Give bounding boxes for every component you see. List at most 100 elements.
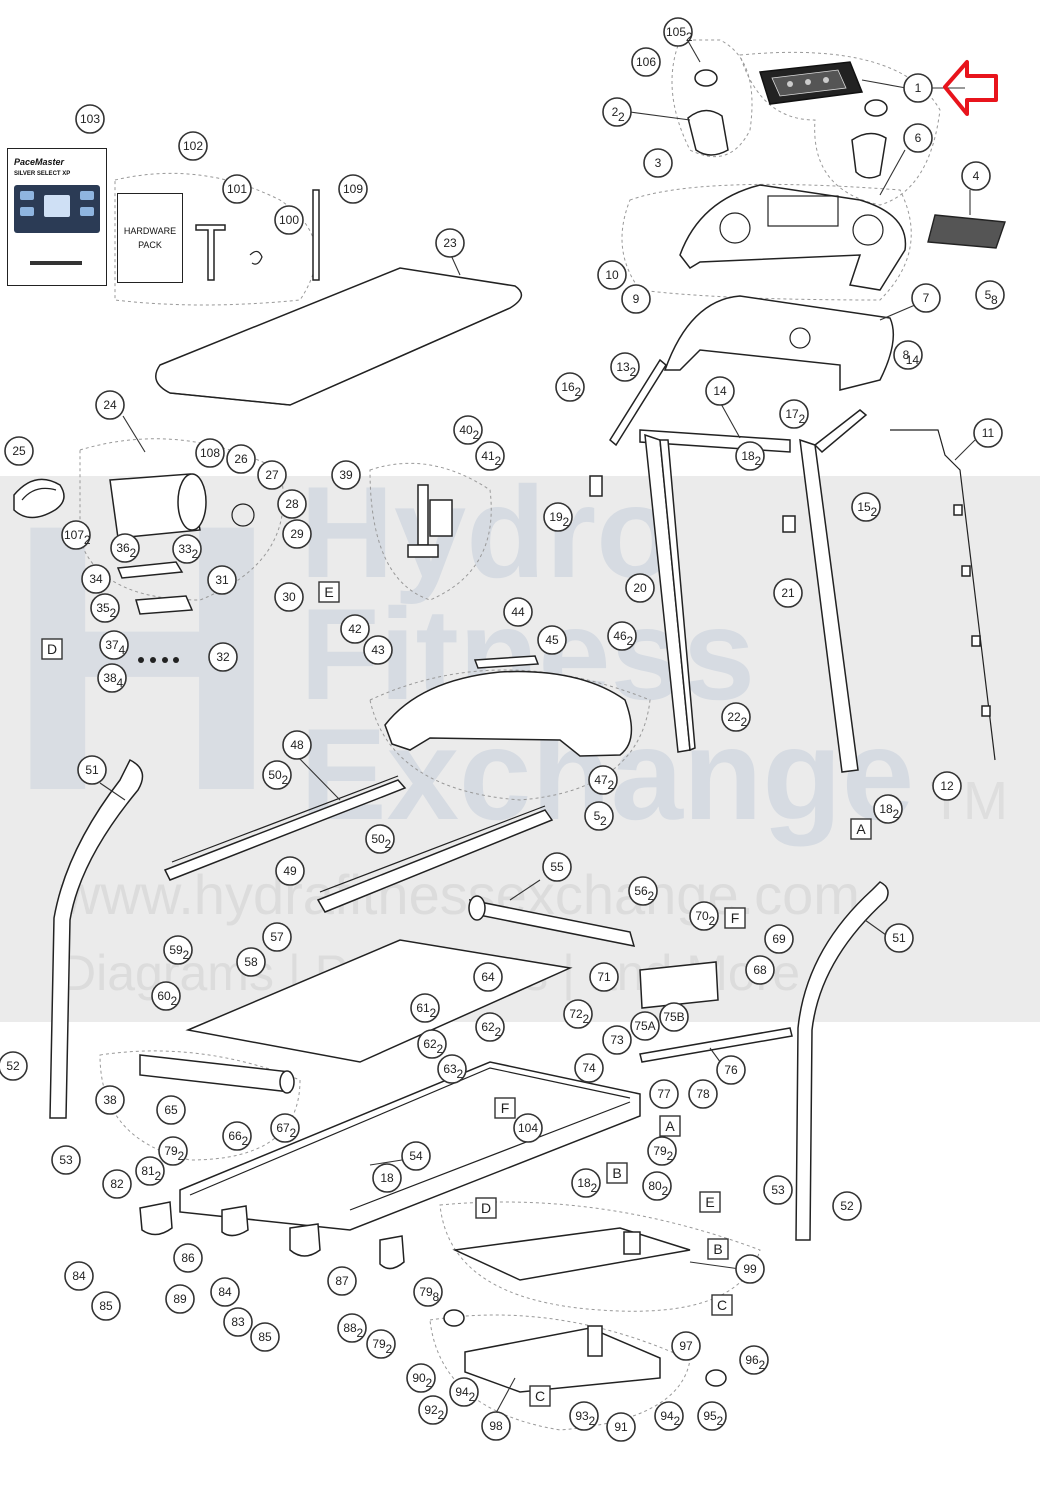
callout-83: 83 xyxy=(223,1307,253,1337)
callout-65: 65 xyxy=(156,1095,186,1125)
callout-1: 1 xyxy=(903,73,933,103)
callout-label: 10 xyxy=(605,268,619,282)
callout-label: 50 xyxy=(371,832,385,846)
callout-label: 85 xyxy=(258,1330,272,1344)
callout-label: 79 xyxy=(372,1337,386,1351)
handrails xyxy=(49,758,889,1241)
callout-99: 99 xyxy=(735,1254,765,1284)
callout-quantity: 2 xyxy=(429,1006,436,1020)
callout-48: 48 xyxy=(282,730,312,760)
callout-label: 49 xyxy=(283,864,297,878)
callout-label: 25 xyxy=(12,444,26,458)
callout-label: 51 xyxy=(85,763,99,777)
callout-98: 98 xyxy=(481,1411,511,1441)
callout-label: 37 xyxy=(105,638,119,652)
callout-label: 74 xyxy=(582,1061,596,1075)
callout-104: 104 xyxy=(513,1113,543,1143)
callout-label: 45 xyxy=(545,633,559,647)
watermark-line-1: Hydro xyxy=(300,459,676,605)
callout-108: 108 xyxy=(195,438,225,468)
callout-label: 98 xyxy=(489,1419,503,1433)
callout-label: 50 xyxy=(268,768,282,782)
callout-84: 84 xyxy=(64,1261,94,1291)
callout-label: 64 xyxy=(481,970,495,984)
callout-52: 52 xyxy=(832,1191,862,1221)
callout-14: 14 xyxy=(705,376,735,406)
callout-58: 58 xyxy=(236,947,266,977)
callout-label: 22 xyxy=(727,710,741,724)
callout-quantity: 2 xyxy=(618,110,625,124)
callout-55: 55 xyxy=(542,852,572,882)
callout-quantity: 2 xyxy=(436,1042,443,1056)
callout-quantity: 2 xyxy=(494,454,501,468)
callout-53: 53 xyxy=(763,1175,793,1205)
reference-box-D: D xyxy=(475,1197,497,1219)
leader-lines xyxy=(99,33,976,1414)
cable-harness xyxy=(890,429,996,761)
reference-letter: B xyxy=(713,1241,722,1257)
callout-label: 40 xyxy=(459,423,473,437)
callout-label: 97 xyxy=(679,1339,693,1353)
callout-quantity: 2 xyxy=(758,1358,765,1372)
callout-label: 101 xyxy=(227,182,247,196)
callout-quantity: 2 xyxy=(582,1012,589,1026)
callout-label: 57 xyxy=(270,930,284,944)
callout-label: 75A xyxy=(634,1019,655,1033)
callout-32: 32 xyxy=(208,642,238,672)
callout-52: 52 xyxy=(0,1051,28,1081)
reference-box-E: E xyxy=(699,1191,721,1213)
callout-label: 85 xyxy=(99,1299,113,1313)
manual-model: SILVER SELECT XP xyxy=(14,171,71,177)
callout-label: 17 xyxy=(785,407,799,421)
callout-57: 57 xyxy=(262,922,292,952)
callout-label: 75B xyxy=(663,1010,684,1024)
callout-quantity: 4 xyxy=(116,676,123,690)
callout-quantity: 8 xyxy=(432,1290,439,1304)
callout-9: 9 xyxy=(621,284,651,314)
callout-quantity: 2 xyxy=(129,546,136,560)
callout-75A: 75A xyxy=(630,1011,660,1041)
callout-quantity: 2 xyxy=(468,1390,475,1404)
callout-label: 12 xyxy=(940,779,954,793)
reference-box-A: A xyxy=(850,818,872,840)
callout-76: 76 xyxy=(716,1055,746,1085)
callout-label: 77 xyxy=(657,1087,671,1101)
callout-label: 18 xyxy=(879,802,893,816)
callout-label: 38 xyxy=(103,1093,117,1107)
callout-quantity: 2 xyxy=(754,454,761,468)
callout-quantity: 2 xyxy=(154,1169,161,1183)
motor-assembly xyxy=(13,473,255,663)
reference-box-D: D xyxy=(41,638,63,660)
callout-10: 10 xyxy=(597,260,627,290)
callout-label: 72 xyxy=(569,1007,583,1021)
callout-quantity: 2 xyxy=(661,1184,668,1198)
callout-label: 51 xyxy=(892,931,906,945)
callout-quantity: 2 xyxy=(472,428,479,442)
callout-label: 16 xyxy=(561,380,575,394)
callout-quantity: 2 xyxy=(456,1067,463,1081)
callout-label: 93 xyxy=(575,1409,589,1423)
control-board xyxy=(927,214,1006,249)
console-housing xyxy=(679,184,907,291)
callout-23: 23 xyxy=(435,228,465,258)
callout-84: 84 xyxy=(210,1277,240,1307)
callout-label: 53 xyxy=(771,1183,785,1197)
callout-label: 105 xyxy=(666,25,686,39)
callout-quantity: 2 xyxy=(494,1025,501,1039)
